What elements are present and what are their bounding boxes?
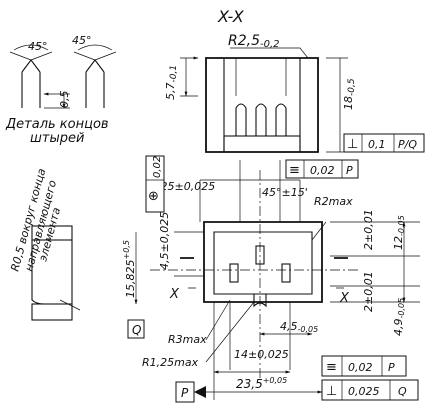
span-label: 14±0,025	[234, 348, 289, 361]
datum-p-label: P	[181, 386, 189, 400]
pitch-label: 4,5-0,05	[280, 320, 318, 334]
pin-detail-caption-2: штырей	[30, 131, 84, 146]
symmetry-bottom-value: 0,02	[348, 361, 373, 374]
perp-datum: P/Q	[398, 138, 417, 151]
datum-p: P	[175, 381, 206, 403]
right-top-label: 2±0,01	[362, 209, 375, 250]
guide-detail: R0,5 вокруг конца направляющего элемента	[8, 167, 81, 321]
right-low-label: 4,9-0,05	[392, 298, 406, 336]
width-top-label: 2,25±0,025	[150, 180, 215, 193]
pin-detail-caption-1: Деталь концов	[5, 117, 109, 132]
symmetry-bottom-datum: P	[388, 361, 395, 374]
angle-label: 45°±15'	[262, 186, 308, 199]
radius-label: R2,5-0,2	[228, 33, 280, 50]
perp-value: 0,1	[368, 138, 386, 151]
overall-left-label: 15,825+0,5	[122, 240, 137, 298]
symmetry-top-value: 0,02	[310, 164, 335, 177]
tolerance-frame-perpendicular-bottom: ⊥ 0,025 Q	[321, 379, 419, 401]
perp-bottom-datum: Q	[398, 385, 407, 398]
symmetry-top-datum: P	[346, 164, 353, 177]
symmetry-top-symbol: ≡	[289, 163, 300, 178]
tolerance-frame-symmetry-bottom: ≡ 0,02 P	[321, 355, 407, 377]
pin-detail: 45° 45° 0,5 Деталь концов штырей	[5, 34, 117, 146]
cut-mark-left: X	[169, 287, 180, 302]
right-total-label: 12-0,05	[392, 215, 406, 250]
vert-left-label: 4,5±0,025	[158, 212, 171, 270]
angle-right-label: 45°	[72, 34, 92, 47]
datum-q: Q	[127, 319, 145, 339]
perp-bottom-symbol: ⊥	[326, 384, 337, 399]
tip-dimension: 0,5	[58, 91, 71, 109]
height-label: 18-0,5	[342, 78, 357, 110]
perp-symbol: ⊥	[347, 137, 358, 152]
tolerance-frame-perpendicular-section: ⊥ 0,1 P/Q	[343, 133, 425, 153]
section-title: X-X	[217, 7, 245, 26]
right-bottom-label: 2±0,01	[362, 271, 375, 312]
position-value: 0,02	[152, 156, 163, 178]
tolerance-frame-symmetry-top: ≡ 0,02 P	[285, 159, 359, 179]
symmetry-bottom-symbol: ≡	[326, 360, 337, 375]
total-label: 23,5+0,05	[236, 376, 287, 391]
tolerance-frame-position-left: ⊕ 0,02	[145, 155, 165, 213]
plan-view	[134, 160, 420, 400]
depth-label: 5,7-0,1	[164, 65, 179, 100]
datum-q-label: Q	[132, 323, 141, 337]
r2max-label: R2max	[314, 195, 353, 208]
r125max-label: R1,25max	[142, 356, 199, 369]
section-view	[180, 47, 348, 153]
angle-left-label: 45°	[28, 40, 48, 53]
perp-bottom-value: 0,025	[348, 385, 380, 398]
r3max-label: R3max	[168, 333, 207, 346]
position-symbol: ⊕	[148, 189, 159, 204]
cut-mark-right: X	[339, 291, 350, 306]
